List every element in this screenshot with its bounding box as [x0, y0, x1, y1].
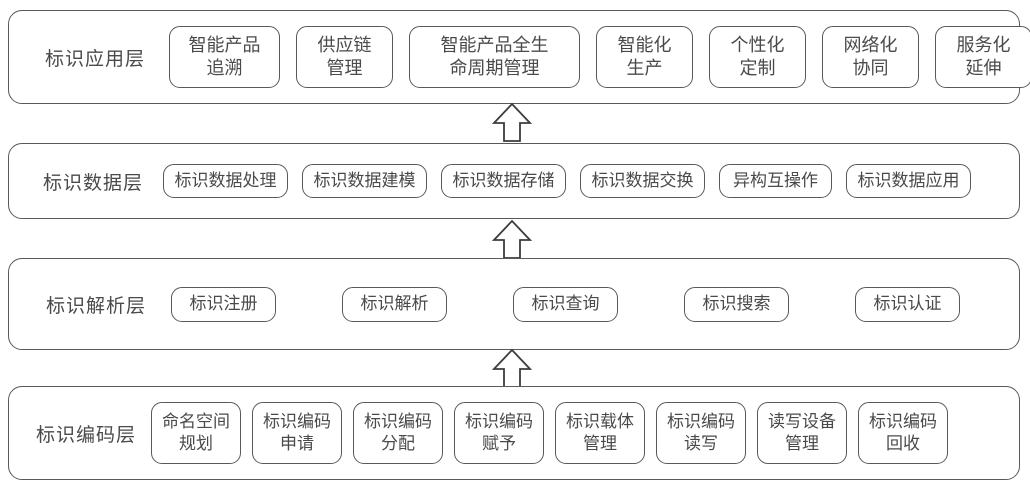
- node-identifier-code-allocation[interactable]: 标识编码 分配: [353, 402, 443, 464]
- node-networked-collaboration[interactable]: 网络化 协同: [822, 26, 919, 88]
- node-identifier-code-assignment[interactable]: 标识编码 赋予: [454, 402, 544, 464]
- node-identifier-data-exchange[interactable]: 标识数据交换: [580, 164, 705, 198]
- node-heterogeneous-interoperation[interactable]: 异构互操作: [719, 164, 832, 198]
- arrow-up-icon: [492, 219, 532, 259]
- layer-application: 标识应用层 智能产品 追溯 供应链 管理 智能产品全生 命周期管理 智能化 生产…: [8, 10, 1030, 104]
- layer-coding-nodes: 命名空间 规划 标识编码 申请 标识编码 分配 标识编码 赋予 标识载体 管理 …: [151, 387, 1019, 479]
- node-namespace-planning[interactable]: 命名空间 规划: [151, 402, 241, 464]
- layer-data-nodes: 标识数据处理 标识数据建模 标识数据存储 标识数据交换 异构互操作 标识数据应用: [163, 144, 1019, 218]
- layer-data: 标识数据层 标识数据处理 标识数据建模 标识数据存储 标识数据交换 异构互操作 …: [8, 143, 1020, 219]
- layer-application-label: 标识应用层: [44, 48, 145, 70]
- node-identifier-code-recycling[interactable]: 标识编码 回收: [858, 402, 948, 464]
- node-read-write-device-management[interactable]: 读写设备 管理: [757, 402, 847, 464]
- node-supply-chain-management[interactable]: 供应链 管理: [296, 26, 393, 88]
- layer-resolution-nodes: 标识注册 标识解析 标识查询 标识搜索 标识认证: [171, 259, 1019, 349]
- arrow-up-icon: [492, 102, 532, 142]
- node-intelligent-production[interactable]: 智能化 生产: [596, 26, 693, 88]
- node-identifier-code-read-write[interactable]: 标识编码 读写: [656, 402, 746, 464]
- node-identifier-query[interactable]: 标识查询: [513, 286, 618, 322]
- layer-resolution-label: 标识解析层: [45, 295, 146, 317]
- layer-application-nodes: 智能产品 追溯 供应链 管理 智能产品全生 命周期管理 智能化 生产 个性化 定…: [169, 11, 1030, 103]
- node-identifier-carrier-management[interactable]: 标识载体 管理: [555, 402, 645, 464]
- node-identifier-code-application[interactable]: 标识编码 申请: [252, 402, 342, 464]
- node-identifier-authentication[interactable]: 标识认证: [855, 286, 960, 322]
- layer-coding: 标识编码层 命名空间 规划 标识编码 申请 标识编码 分配 标识编码 赋予 标识…: [8, 386, 1020, 480]
- layer-coding-label: 标识编码层: [35, 424, 136, 446]
- node-service-extension[interactable]: 服务化 延伸: [935, 26, 1030, 88]
- node-identifier-data-processing[interactable]: 标识数据处理: [163, 164, 288, 198]
- node-identifier-search[interactable]: 标识搜索: [684, 286, 789, 322]
- arrow-up-icon: [492, 348, 532, 388]
- node-identifier-resolution[interactable]: 标识解析: [342, 286, 447, 322]
- layer-resolution: 标识解析层 标识注册 标识解析 标识查询 标识搜索 标识认证: [8, 258, 1020, 350]
- node-identifier-data-modeling[interactable]: 标识数据建模: [302, 164, 427, 198]
- node-intelligent-product-traceability[interactable]: 智能产品 追溯: [169, 26, 280, 88]
- node-personalized-customization[interactable]: 个性化 定制: [709, 26, 806, 88]
- layer-data-label: 标识数据层: [42, 172, 143, 194]
- node-product-lifecycle-management[interactable]: 智能产品全生 命周期管理: [409, 26, 580, 88]
- node-identifier-data-application[interactable]: 标识数据应用: [846, 164, 971, 198]
- node-identifier-registration[interactable]: 标识注册: [171, 286, 276, 322]
- node-identifier-data-storage[interactable]: 标识数据存储: [441, 164, 566, 198]
